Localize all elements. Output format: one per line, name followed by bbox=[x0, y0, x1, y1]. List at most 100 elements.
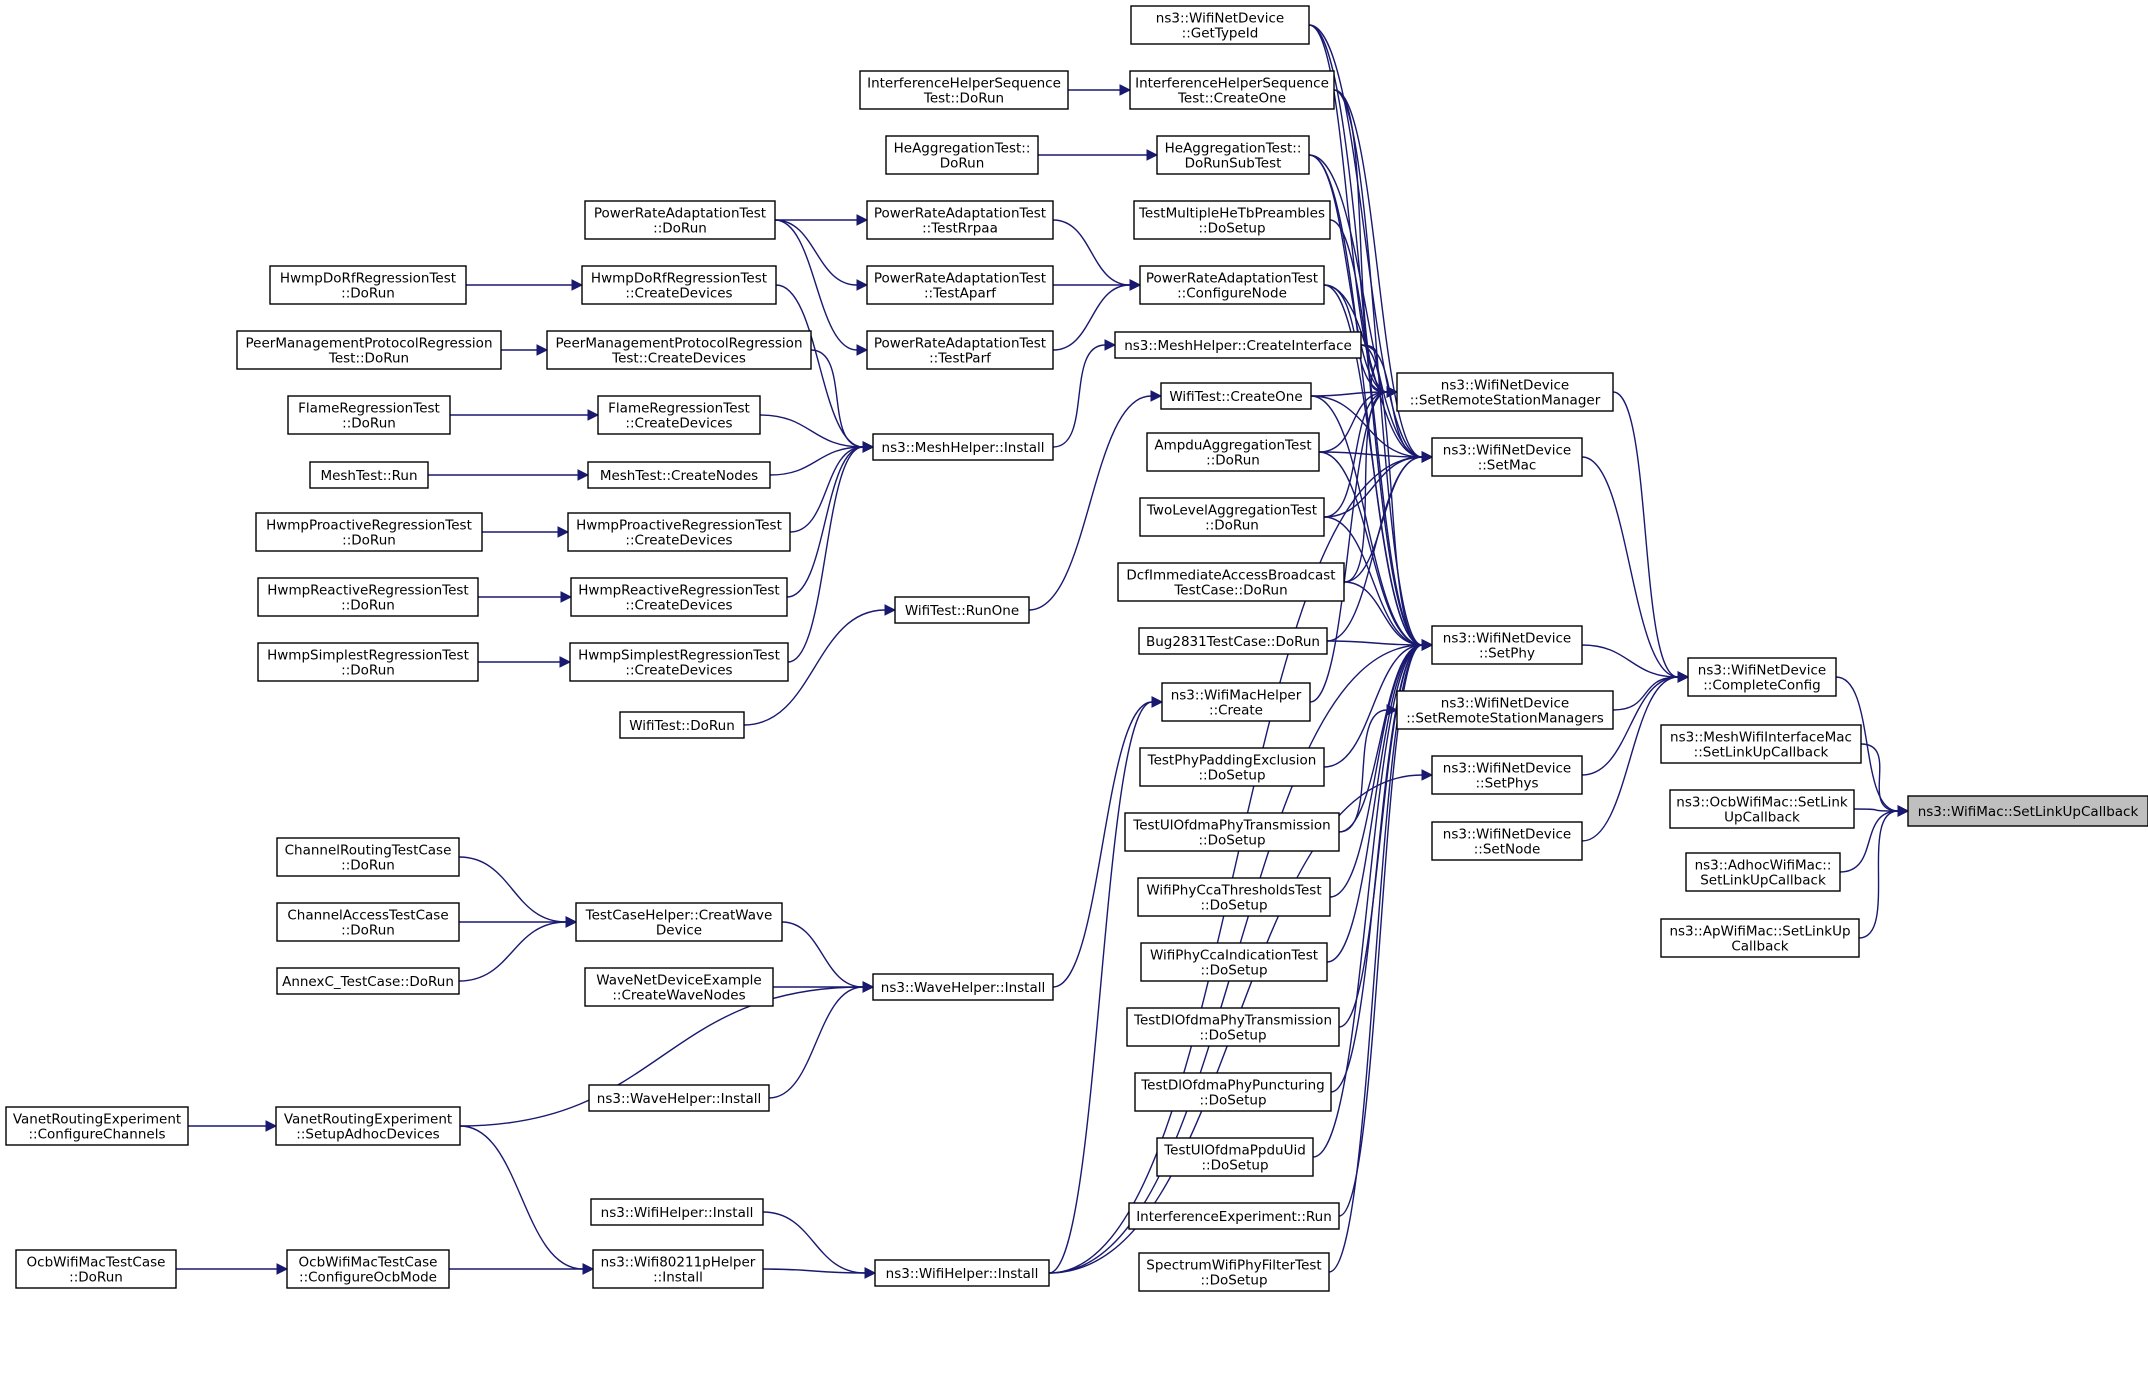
node-box bbox=[872, 433, 1054, 461]
edge-line bbox=[743, 609, 886, 726]
graph-node[interactable]: ns3::WifiMacHelper::Create bbox=[1161, 682, 1311, 722]
graph-node[interactable]: ns3::WifiNetDevice::GetTypeId bbox=[1130, 5, 1310, 45]
graph-node[interactable]: MeshTest::Run bbox=[309, 461, 429, 489]
node-box bbox=[592, 1249, 764, 1289]
graph-node[interactable]: ns3::WifiNetDevice::SetNode bbox=[1431, 821, 1583, 861]
edge-line bbox=[787, 446, 864, 663]
graph-node[interactable]: PowerRateAdaptationTest::TestParf bbox=[866, 330, 1054, 370]
edge-line bbox=[459, 986, 864, 1127]
graph-node[interactable]: WifiTest::RunOne bbox=[894, 596, 1030, 624]
graph-node[interactable]: SpectrumWifiPhyFilterTest::DoSetup bbox=[1138, 1252, 1330, 1292]
graph-node[interactable]: FlameRegressionTest::CreateDevices bbox=[597, 395, 761, 435]
graph-node[interactable]: HwmpDoRfRegressionTest::DoRun bbox=[269, 265, 467, 305]
graph-node[interactable]: ns3::WifiNetDevice::SetRemoteStationMana… bbox=[1396, 690, 1614, 730]
node-label: ns3::MeshHelper::Install bbox=[882, 440, 1045, 456]
graph-node[interactable]: PowerRateAdaptationTest::TestRrpaa bbox=[866, 200, 1054, 240]
graph-node[interactable]: ns3::WaveHelper::Install bbox=[872, 973, 1054, 1001]
graph-node[interactable]: HwmpReactiveRegressionTest::CreateDevice… bbox=[570, 577, 788, 617]
graph-node[interactable]: ns3::AdhocWifiMac::SetLinkUpCallback bbox=[1685, 852, 1841, 892]
graph-node[interactable]: HwmpReactiveRegressionTest::DoRun bbox=[257, 577, 479, 617]
graph-node[interactable]: HwmpSimplestRegressionTest::DoRun bbox=[257, 642, 479, 682]
graph-node[interactable]: HwmpProactiveRegressionTest::DoRun bbox=[255, 512, 483, 552]
graph-node[interactable]: ns3::MeshHelper::CreateInterface bbox=[1114, 331, 1362, 359]
graph-node[interactable]: HeAggregationTest::DoRun bbox=[885, 135, 1039, 175]
graph-node[interactable]: WifiPhyCcaIndicationTest::DoSetup bbox=[1140, 942, 1328, 982]
graph-node[interactable]: Bug2831TestCase::DoRun bbox=[1138, 627, 1328, 655]
graph-node[interactable]: TestPhyPaddingExclusion::DoSetup bbox=[1139, 747, 1325, 787]
graph-node[interactable]: ns3::WifiNetDevice::SetMac bbox=[1431, 437, 1583, 477]
graph-node[interactable]: PowerRateAdaptationTest::DoRun bbox=[584, 200, 776, 240]
graph-node[interactable]: AnnexC_TestCase::DoRun bbox=[276, 967, 460, 995]
graph-node[interactable]: PowerRateAdaptationTest::TestAparf bbox=[866, 265, 1054, 305]
edge-line bbox=[1329, 219, 1423, 646]
node-label: PowerRateAdaptationTest bbox=[874, 206, 1046, 222]
graph-node[interactable]: TestMultipleHeTbPreambles::DoSetup bbox=[1133, 200, 1331, 240]
graph-node[interactable]: HeAggregationTest::DoRunSubTest bbox=[1156, 135, 1310, 175]
graph-node[interactable]: TestUlOfdmaPpduUid::DoSetup bbox=[1156, 1137, 1314, 1177]
node-box bbox=[276, 837, 460, 877]
graph-node[interactable]: ChannelRoutingTestCase::DoRun bbox=[276, 837, 460, 877]
node-label: ::SetLinkUpCallback bbox=[1694, 745, 1829, 761]
graph-node[interactable]: TestDlOfdmaPhyTransmission::DoSetup bbox=[1126, 1007, 1340, 1047]
graph-node[interactable]: WifiPhyCcaThresholdsTest::DoSetup bbox=[1137, 877, 1331, 917]
graph-node[interactable]: InterferenceExperiment::Run bbox=[1128, 1202, 1340, 1230]
node-box bbox=[1139, 265, 1325, 305]
graph-node[interactable]: PeerManagementProtocolRegressionTest::Do… bbox=[236, 330, 502, 370]
node-label: Test::DoRun bbox=[328, 351, 409, 367]
arrowhead bbox=[582, 1263, 595, 1275]
graph-node[interactable]: HwmpProactiveRegressionTest::CreateDevic… bbox=[567, 512, 791, 552]
graph-node[interactable]: ns3::MeshWifiInterfaceMac::SetLinkUpCall… bbox=[1660, 724, 1862, 764]
graph-node[interactable]: ns3::WifiNetDevice::SetRemoteStationMana… bbox=[1396, 372, 1614, 412]
call-edge bbox=[1028, 390, 1163, 611]
graph-node[interactable]: MeshTest::CreateNodes bbox=[587, 461, 771, 489]
graph-node[interactable]: DcfImmediateAccessBroadcastTestCase::DoR… bbox=[1117, 562, 1345, 602]
root-node[interactable]: ns3::WifiMac::SetLinkUpCallback bbox=[1907, 795, 2148, 827]
graph-node[interactable]: ns3::WaveHelper::Install bbox=[588, 1084, 770, 1112]
graph-node[interactable]: OcbWifiMacTestCase::DoRun bbox=[15, 1249, 177, 1289]
graph-node[interactable]: InterferenceHelperSequenceTest::CreateOn… bbox=[1129, 70, 1335, 110]
edge-line bbox=[1326, 644, 1423, 963]
graph-node[interactable]: WaveNetDeviceExample::CreateWaveNodes bbox=[584, 967, 774, 1007]
graph-node[interactable]: ns3::MeshHelper::Install bbox=[872, 433, 1054, 461]
arrowhead bbox=[559, 656, 572, 668]
graph-node[interactable]: ns3::ApWifiMac::SetLinkUpCallback bbox=[1660, 918, 1860, 958]
node-box bbox=[236, 330, 502, 370]
graph-node[interactable]: ns3::Wifi80211pHelper::Install bbox=[592, 1249, 764, 1289]
graph-node[interactable]: PowerRateAdaptationTest::ConfigureNode bbox=[1139, 265, 1325, 305]
call-edge bbox=[1052, 339, 1117, 448]
graph-node[interactable]: TestUlOfdmaPhyTransmission::DoSetup bbox=[1124, 812, 1340, 852]
graph-node[interactable]: AmpduAggregationTest::DoRun bbox=[1146, 432, 1320, 472]
graph-node[interactable]: ns3::WifiHelper::Install bbox=[874, 1259, 1050, 1287]
graph-node[interactable]: ns3::WifiNetDevice::SetPhys bbox=[1431, 755, 1583, 795]
graph-node[interactable]: HwmpDoRfRegressionTest::CreateDevices bbox=[581, 265, 777, 305]
edge-line bbox=[1048, 456, 1423, 1274]
graph-node[interactable]: ns3::WifiHelper::Install bbox=[590, 1198, 764, 1226]
node-label: ns3::MeshHelper::CreateInterface bbox=[1124, 338, 1352, 354]
node-label: Callback bbox=[1731, 939, 1788, 955]
graph-node[interactable]: ns3::WifiNetDevice::CompleteConfig bbox=[1687, 657, 1837, 697]
graph-node[interactable]: TestDlOfdmaPhyPuncturing::DoSetup bbox=[1134, 1072, 1332, 1112]
graph-node[interactable]: HwmpSimplestRegressionTest::CreateDevice… bbox=[569, 642, 789, 682]
node-label: WifiPhyCcaIndicationTest bbox=[1150, 948, 1318, 964]
node-box bbox=[590, 1198, 764, 1226]
graph-node[interactable]: TwoLevelAggregationTest::DoRun bbox=[1139, 497, 1325, 537]
graph-node[interactable]: ns3::OcbWifiMac::SetLinkUpCallback bbox=[1669, 789, 1855, 829]
node-label: WifiTest::CreateOne bbox=[1169, 389, 1302, 405]
edge-line bbox=[1860, 743, 1899, 812]
graph-node[interactable]: PeerManagementProtocolRegressionTest::Cr… bbox=[546, 330, 812, 370]
graph-node[interactable]: ns3::WifiNetDevice::SetPhy bbox=[1431, 625, 1583, 665]
graph-node[interactable]: WifiTest::DoRun bbox=[619, 711, 745, 739]
node-box bbox=[1139, 497, 1325, 537]
graph-node[interactable]: ChannelAccessTestCase::DoRun bbox=[276, 902, 460, 942]
graph-node[interactable]: WifiTest::CreateOne bbox=[1160, 382, 1312, 410]
node-label: ::DoRun bbox=[342, 416, 396, 432]
graph-node[interactable]: OcbWifiMacTestCase::ConfigureOcbMode bbox=[286, 1249, 450, 1289]
graph-node[interactable]: FlameRegressionTest::DoRun bbox=[287, 395, 451, 435]
edge-line bbox=[1360, 344, 1423, 458]
node-label: SpectrumWifiPhyFilterTest bbox=[1146, 1258, 1321, 1274]
graph-node[interactable]: VanetRoutingExperiment::ConfigureChannel… bbox=[5, 1106, 189, 1146]
graph-node[interactable]: VanetRoutingExperiment::SetupAdhocDevice… bbox=[275, 1106, 461, 1146]
node-box bbox=[1137, 877, 1331, 917]
